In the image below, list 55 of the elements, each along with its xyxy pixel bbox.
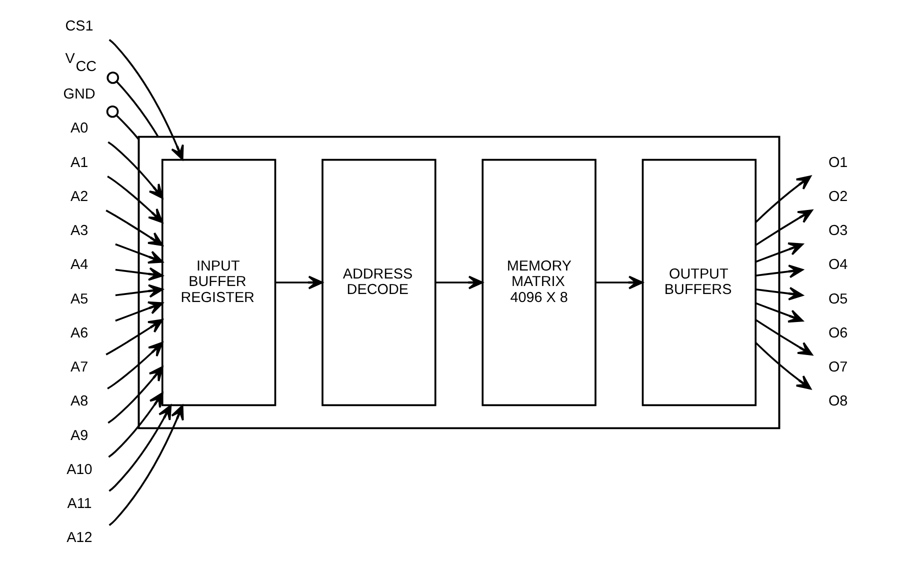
arrow <box>106 342 163 390</box>
arrow <box>754 242 803 263</box>
arrow <box>755 264 803 278</box>
arrow <box>114 267 163 281</box>
arrow <box>108 392 163 458</box>
node-box: OUTPUT BUFFERS <box>641 158 756 406</box>
arrow <box>105 210 163 246</box>
node-text: A12 <box>66 530 92 546</box>
node-text: A3 <box>70 222 88 239</box>
arrow <box>755 286 803 300</box>
arrow <box>275 276 322 290</box>
arrow <box>435 276 483 290</box>
node-box: INPUT BUFFER REGISTER <box>160 158 276 406</box>
node-text: A7 <box>70 359 88 376</box>
node-text: A6 <box>70 325 88 342</box>
arrow <box>595 276 643 290</box>
arrow <box>107 141 163 199</box>
node-text: O5 <box>828 291 848 308</box>
node-text: O4 <box>828 257 848 274</box>
node-text: CS1 <box>64 18 93 34</box>
node-text: A9 <box>70 428 88 444</box>
arrow <box>108 39 184 160</box>
connector <box>106 105 139 140</box>
node-text: A1 <box>70 154 88 171</box>
arrow <box>754 342 811 390</box>
arrow <box>114 243 163 264</box>
arrow <box>754 302 803 323</box>
arrow <box>107 366 163 424</box>
node-text: O2 <box>828 188 848 205</box>
arrow <box>106 176 163 224</box>
arrow <box>754 209 812 246</box>
node-text: O3 <box>828 222 848 239</box>
cluster <box>137 136 780 430</box>
arrow <box>108 404 184 526</box>
node-text: A11 <box>66 496 92 512</box>
arrow <box>754 319 812 356</box>
arrow <box>105 318 163 356</box>
node-text: O8 <box>828 394 848 410</box>
node-text: O7 <box>828 359 848 376</box>
node-text: A4 <box>70 257 88 274</box>
node-text: A0 <box>70 120 88 137</box>
node-text: A2 <box>70 188 88 205</box>
node-text: A8 <box>70 394 88 410</box>
connector <box>106 72 158 138</box>
arrow <box>114 301 163 322</box>
node-text: O6 <box>828 325 848 342</box>
node-text: A5 <box>70 291 88 308</box>
node-text: O1 <box>828 154 848 171</box>
arrow <box>754 175 811 223</box>
node-box: ADDRESS DECODE <box>321 158 436 406</box>
node-text: GND <box>62 86 95 102</box>
node-box: MEMORY MATRIX 4096 X 8 <box>481 158 596 406</box>
node-text: A10 <box>66 462 92 478</box>
arrow <box>114 284 163 298</box>
arrow <box>108 404 172 492</box>
